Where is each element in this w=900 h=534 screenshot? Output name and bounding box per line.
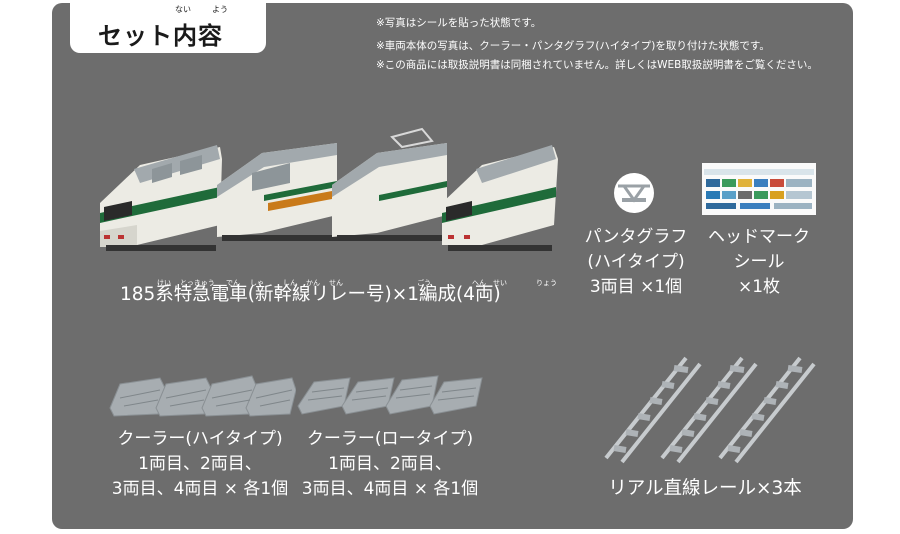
pantograph-line2: (ハイタイプ) [587, 252, 685, 272]
note-2: ※車両本体の写真は、クーラー・パンタグラフ(ハイタイプ)を取り付けた状態です。 [376, 40, 770, 52]
train-ruby-8: ごう [417, 279, 431, 287]
cooler-low-line2: 1両目、2両目、 [328, 454, 452, 474]
title-tab [70, 3, 266, 53]
train-ruby-4: しゃ [250, 279, 264, 287]
train-ruby-6: かん [306, 279, 320, 287]
train-label: 185系特急電車(新幹線リレー号)×1編成(4両) [120, 284, 501, 305]
cooler-low-line3: 3両目、4両目 × 各1個 [301, 479, 479, 499]
headmark-sticker-image [702, 163, 816, 215]
train-ruby-5: しん [283, 279, 297, 287]
note-1: ※写真はシールを貼った状態です。 [376, 17, 542, 29]
pantograph-image [614, 173, 654, 213]
train-ruby-2: とっきゅう [180, 279, 215, 287]
headmark-line3: ×1枚 [737, 277, 781, 297]
train-ruby-7: せん [329, 279, 343, 287]
train-ruby-11: りょう [536, 279, 557, 287]
cooler-low-image [297, 375, 483, 415]
train-car-3 [332, 127, 447, 241]
rail-label: リアル直線レール×3本 [608, 478, 802, 499]
train-ruby-3: でん [226, 279, 240, 287]
headmark-line1: ヘッドマーク [708, 227, 810, 247]
train-car-4 [442, 145, 558, 251]
headmark-line2: シール [733, 252, 785, 272]
cooler-high-line2: 1両目、2両目、 [138, 454, 262, 474]
page-title: セット内容 [98, 22, 223, 50]
train-ruby-10: せい [493, 279, 507, 287]
train-ruby-1: けい [157, 279, 171, 287]
cooler-high-line1: クーラー(ハイタイプ) [117, 429, 283, 449]
rails-image [604, 356, 816, 464]
title-ruby-1: ない [175, 5, 191, 14]
cooler-high-line3: 3両目、4両目 × 各1個 [111, 479, 289, 499]
cooler-low-line1: クーラー(ロータイプ) [306, 429, 474, 449]
train-image [100, 127, 558, 251]
set-contents-panel [52, 3, 853, 529]
train-car-1 [100, 145, 222, 251]
title-ruby-2: よう [212, 5, 228, 14]
note-3: ※この商品には取扱説明書は同梱されていません。詳しくはWEB取扱説明書をご覧くだ… [376, 59, 818, 71]
cooler-high-image [109, 375, 296, 417]
train-car-2 [217, 143, 337, 241]
pantograph-line3: 3両目 ×1個 [589, 277, 683, 297]
train-ruby-9: へん [472, 279, 486, 287]
pantograph-line1: パンタグラフ [584, 227, 688, 247]
